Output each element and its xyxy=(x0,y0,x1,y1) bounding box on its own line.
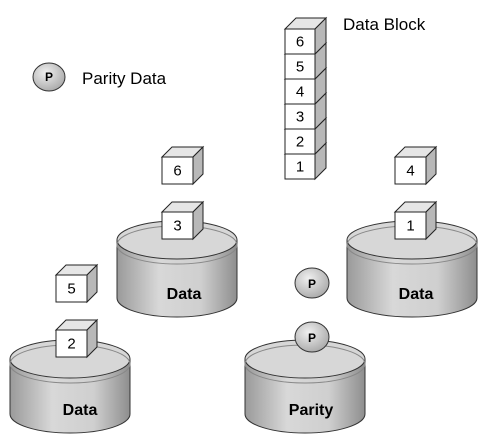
block-number: 6 xyxy=(173,163,181,180)
block-number: 5 xyxy=(67,281,75,298)
block-number: 6 xyxy=(296,34,304,51)
disk-label: Data xyxy=(399,286,434,303)
parity-block-lower: P xyxy=(294,321,330,353)
disk-label: Data xyxy=(63,402,98,419)
disk-label: Data xyxy=(167,286,202,303)
parity-block-upper: P xyxy=(294,267,330,299)
disk-block: 6 xyxy=(160,145,205,186)
disk-block: 3 xyxy=(160,200,205,241)
parity-symbol: P xyxy=(45,70,53,84)
parity-icon xyxy=(32,62,66,92)
block-number: 4 xyxy=(296,84,304,101)
block-number: 4 xyxy=(406,163,414,180)
block-number: 2 xyxy=(67,336,75,353)
disk-block: 5 xyxy=(54,263,99,304)
parity-symbol: P xyxy=(308,277,316,291)
disk-data-right: Data xyxy=(346,220,478,318)
parity-symbol: P xyxy=(308,331,316,345)
legend-data-block-label: Data Block xyxy=(343,15,426,34)
legend-parity: P Parity Data xyxy=(32,62,167,92)
legend-parity-label: Parity Data xyxy=(82,69,167,88)
disk-block: 2 xyxy=(54,318,99,359)
disk-label: Parity xyxy=(289,402,334,419)
disk-block: 1 xyxy=(393,200,438,241)
block-number: 3 xyxy=(296,109,304,126)
block-number: 2 xyxy=(296,134,304,151)
block-number: 1 xyxy=(406,218,414,235)
disk-parity: Parity xyxy=(244,339,366,434)
data-blocks: 1 2 3 4 5 6 2 5 3 6 1 4 xyxy=(54,16,438,359)
block-number: 5 xyxy=(296,59,304,76)
disk-block: 4 xyxy=(393,145,438,186)
stack-block: 6 xyxy=(283,16,328,56)
block-number: 1 xyxy=(296,159,304,176)
block-number: 3 xyxy=(173,218,181,235)
